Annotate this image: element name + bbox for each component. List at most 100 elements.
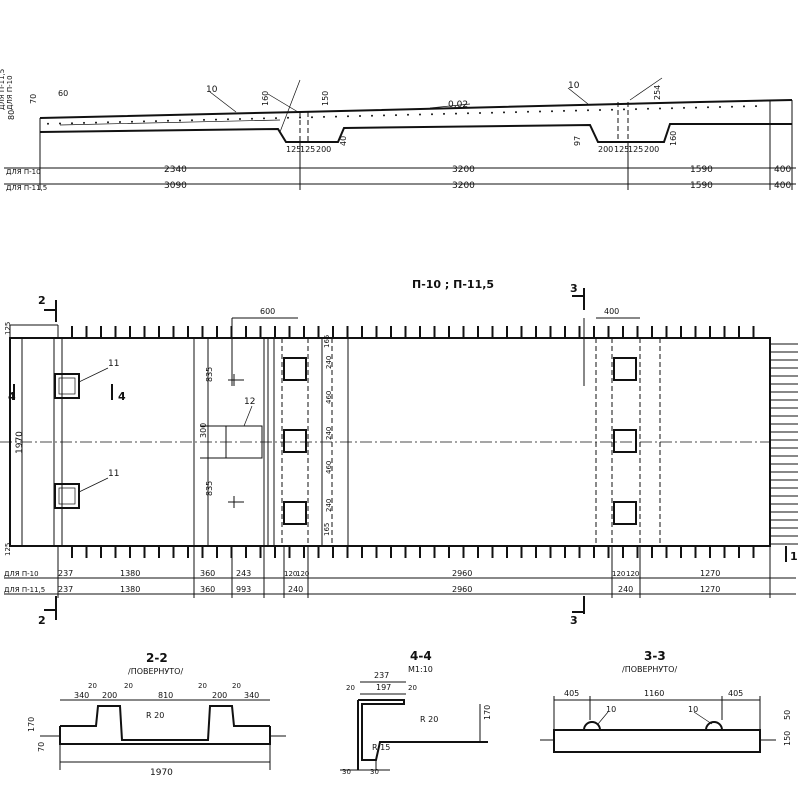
perforation-dot <box>383 114 385 117</box>
perforation-dot <box>587 109 589 112</box>
perforation-dot <box>671 107 673 110</box>
p10-seg-5: 120 <box>284 570 297 578</box>
perforation-dot <box>527 110 529 113</box>
section-4-4: 4-4 М1:10 237 20 197 20 R 20 R 15 170 30… <box>340 649 492 776</box>
col-dim-5: 460 <box>325 461 333 474</box>
perforation-dot <box>563 109 565 112</box>
section-4-4-profile <box>358 699 488 761</box>
plan-edge-125-top: 125 <box>4 322 12 335</box>
perforation-dot <box>371 114 373 117</box>
s22-dim-200-right: 200 <box>212 691 227 700</box>
section-2-2-title: 2-2 <box>146 651 168 665</box>
elev-height-150: 150 <box>321 91 330 106</box>
s44-dim-30-left: 30 <box>342 768 351 776</box>
perforation-dot <box>515 111 517 114</box>
elev-row1-seg2: 3200 <box>452 165 475 175</box>
perforation-dot <box>95 121 97 124</box>
s22-dim-200-left: 200 <box>102 691 117 700</box>
s22-dim-20-c: 20 <box>198 682 207 690</box>
elev-small-200r: 200 <box>598 145 613 154</box>
perforation-dot <box>239 118 241 120</box>
perforation-dot <box>119 121 121 123</box>
s44-radius-15: R 15 <box>372 743 390 752</box>
perforation-dot <box>143 120 145 123</box>
perforation-dot <box>59 122 61 125</box>
col-dim-4: 240 <box>325 427 333 440</box>
elev-row-label-p115: ДЛЯ П-11,5 <box>6 184 47 192</box>
perforation-dot <box>203 118 205 121</box>
perforation-dot <box>731 105 733 108</box>
perforation-dot <box>407 113 409 116</box>
perforation-dot <box>335 115 337 118</box>
elev-small-40: 40 <box>339 136 348 146</box>
perforation-dot <box>695 106 697 109</box>
elev-height-160: 160 <box>261 91 270 106</box>
elev-row-label-p10: ДЛЯ П-10 <box>6 168 41 176</box>
section-3-3-title: 3-3 <box>644 649 666 663</box>
p10-seg-1: 237 <box>58 569 73 578</box>
elev-row1-seg3: 1590 <box>690 165 713 175</box>
perforation-dot <box>575 109 577 112</box>
s33-dim-405-right: 405 <box>728 689 743 698</box>
section-3-3-subtitle: /ПОВЕРНУТО/ <box>622 665 677 674</box>
plan-socket-left-3 <box>283 501 307 525</box>
plan-opening-11-top <box>54 373 80 399</box>
perforation-dot <box>659 107 661 110</box>
elevation-beam-top <box>39 99 793 119</box>
section-4-4-title: 4-4 <box>410 649 432 663</box>
perforation-dot <box>479 112 481 114</box>
section-mark-3-bottom: 3 <box>570 614 578 627</box>
plan-callout-12: 12 <box>244 397 255 407</box>
perforation-dot <box>263 117 265 120</box>
s22-dim-340-left: 340 <box>74 691 89 700</box>
elev-depth-97: 97 <box>573 136 582 146</box>
perforation-dot <box>107 121 109 124</box>
perforation-dot <box>647 107 649 110</box>
perforation-dot <box>611 108 613 111</box>
plan-view: П-10 ; П-11,5 11 11 <box>0 278 798 627</box>
plan-callout-11-bottom: 11 <box>108 469 119 479</box>
s33-hole-right <box>705 721 723 731</box>
p115-seg-3: 360 <box>200 585 215 594</box>
plan-vdim-835-top: 835 <box>205 367 214 382</box>
perforation-dot <box>71 122 73 125</box>
perforation-dot <box>539 110 541 113</box>
elev-small-125r1: 125 <box>614 145 629 154</box>
elev-small-125r2: 125 <box>628 145 643 154</box>
section-mark-2-top: 2 <box>38 294 46 307</box>
p115-seg-8: 1270 <box>700 585 720 594</box>
plan-socket-right-2 <box>613 429 637 453</box>
perforation-dot <box>311 116 313 119</box>
s44-dim-20-right: 20 <box>408 684 417 692</box>
section-mark-4-right: 4 <box>118 390 126 403</box>
perforation-dot <box>395 114 397 117</box>
p115-seg-6: 2960 <box>452 585 472 594</box>
perforation-dot <box>179 119 181 122</box>
plan-row-label-p115: ДЛЯ П-11,5 <box>4 586 45 594</box>
elev-row2-seg4: 400 <box>774 181 791 191</box>
section-mark-2-bottom: 2 <box>38 614 46 627</box>
perforation-dot <box>503 111 505 114</box>
perforation-dot <box>683 106 685 109</box>
perforation-dot <box>155 120 157 123</box>
perforation-dot <box>287 116 289 119</box>
perforation-dot <box>359 115 361 117</box>
perforation-dot <box>455 112 457 115</box>
s33-dim-405-left: 405 <box>564 689 579 698</box>
s33-hole-left <box>583 721 601 731</box>
col-dim-2: 240 <box>325 356 333 369</box>
perforation-dot <box>419 113 421 116</box>
perforation-dot <box>323 115 325 118</box>
perforation-dot <box>251 117 253 120</box>
elev-side-label-p10: ДЛЯ П-10 <box>6 75 14 110</box>
section-3-3-profile <box>553 729 761 753</box>
s33-callout-10-right: 10 <box>688 705 698 714</box>
perforation-dot <box>131 120 133 123</box>
perforation-dot <box>467 112 469 115</box>
p10-seg-2: 1380 <box>120 569 140 578</box>
plan-socket-left-1 <box>283 357 307 381</box>
elev-small-125a: 125 <box>286 145 301 154</box>
s44-dim-170: 170 <box>483 705 492 720</box>
elev-callout-10-left: 10 <box>206 85 218 95</box>
